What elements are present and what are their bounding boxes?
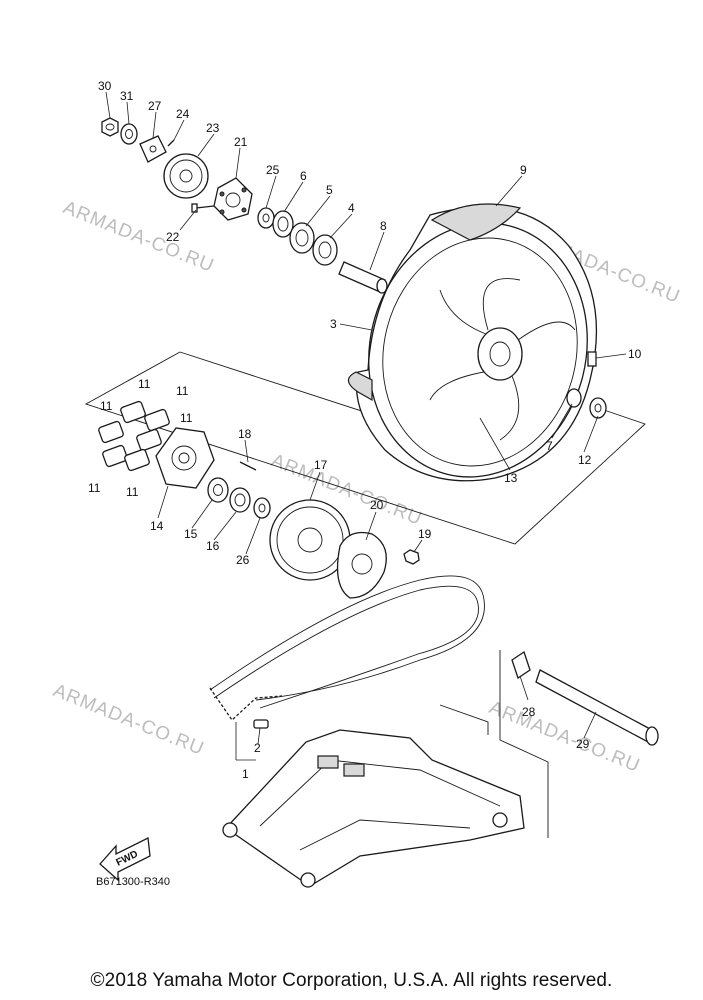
callout-15: 15 (184, 527, 198, 541)
callout-6: 6 (300, 169, 307, 183)
callout-26: 26 (236, 553, 250, 567)
callout-8: 8 (380, 219, 387, 233)
part-collar-12 (589, 397, 607, 419)
part-spacer-8 (338, 261, 388, 294)
part-bearing-15 (207, 477, 229, 503)
part-chain-1 (209, 575, 485, 721)
callout-23: 23 (206, 121, 220, 135)
part-stud-18 (239, 461, 257, 471)
part-bearing-5 (289, 222, 315, 254)
part-washer-31 (120, 123, 138, 145)
callout-13: 13 (504, 471, 518, 485)
part-sprocket-plate-23 (163, 153, 209, 199)
part-collar-26 (253, 497, 271, 519)
callout-18: 18 (238, 427, 252, 441)
part-bearing-4 (312, 234, 338, 266)
part-bearing-7 (566, 388, 582, 408)
callout-21: 21 (234, 135, 248, 149)
part-clutch-hub-14 (155, 427, 215, 489)
callout-4: 4 (348, 201, 355, 215)
callout-20: 20 (370, 498, 384, 512)
callout-11c: 11 (100, 399, 113, 413)
part-dampers-11 (98, 400, 170, 472)
part-guard-20 (336, 531, 387, 599)
callout-7: 7 (546, 439, 553, 453)
part-pin-24 (167, 139, 175, 147)
callout-11a: 11 (138, 377, 151, 391)
callout-2: 2 (254, 741, 261, 755)
callout-10: 10 (628, 347, 642, 361)
callout-17: 17 (314, 458, 328, 472)
part-plate-27 (139, 135, 167, 163)
callout-31: 31 (120, 89, 134, 103)
callout-29: 29 (576, 737, 590, 751)
part-flange-21 (213, 177, 253, 221)
part-oil-seal-6 (272, 210, 294, 238)
callout-9: 9 (520, 163, 527, 177)
part-oil-seal-16 (229, 487, 251, 513)
callout-11f: 11 (126, 485, 139, 499)
part-adjuster-28 (511, 650, 531, 680)
swingarm (222, 729, 525, 888)
part-nut-19 (403, 549, 420, 565)
callout-11e: 11 (88, 481, 101, 495)
part-collar-25 (257, 207, 275, 229)
callout-14: 14 (150, 519, 164, 533)
callout-16: 16 (206, 539, 220, 553)
part-tire-9 (430, 203, 522, 241)
part-joint-2 (253, 719, 269, 729)
callout-22: 22 (166, 230, 180, 244)
fwd-arrow-icon: FWD (99, 837, 151, 882)
callout-19: 19 (418, 527, 432, 541)
watermark: ARMADA-CO.RU (486, 697, 643, 777)
callout-28: 28 (522, 705, 536, 719)
callout-27: 27 (148, 99, 162, 113)
callout-11b: 11 (176, 384, 189, 398)
callouts: 30 31 27 24 23 21 22 25 6 5 4 8 9 3 10 7… (88, 79, 642, 781)
part-valve-10 (587, 351, 597, 367)
part-nut-30 (101, 117, 119, 137)
copyright-notice: ©2018 Yamaha Motor Corporation, U.S.A. A… (90, 970, 613, 991)
callout-30: 30 (98, 79, 112, 93)
callout-24: 24 (176, 107, 190, 121)
leader-lines (105, 91, 627, 761)
callout-5: 5 (326, 183, 333, 197)
diagram-code: B671300-R340 (96, 876, 171, 888)
part-wheel-3 (347, 206, 598, 482)
part-axle-29 (535, 669, 659, 746)
callout-3: 3 (330, 317, 337, 331)
watermark: ARMADA-CO.RU (50, 680, 207, 760)
callout-1: 1 (242, 767, 249, 781)
callout-11d: 11 (180, 411, 193, 425)
callout-25: 25 (266, 163, 280, 177)
callout-12: 12 (578, 453, 592, 467)
